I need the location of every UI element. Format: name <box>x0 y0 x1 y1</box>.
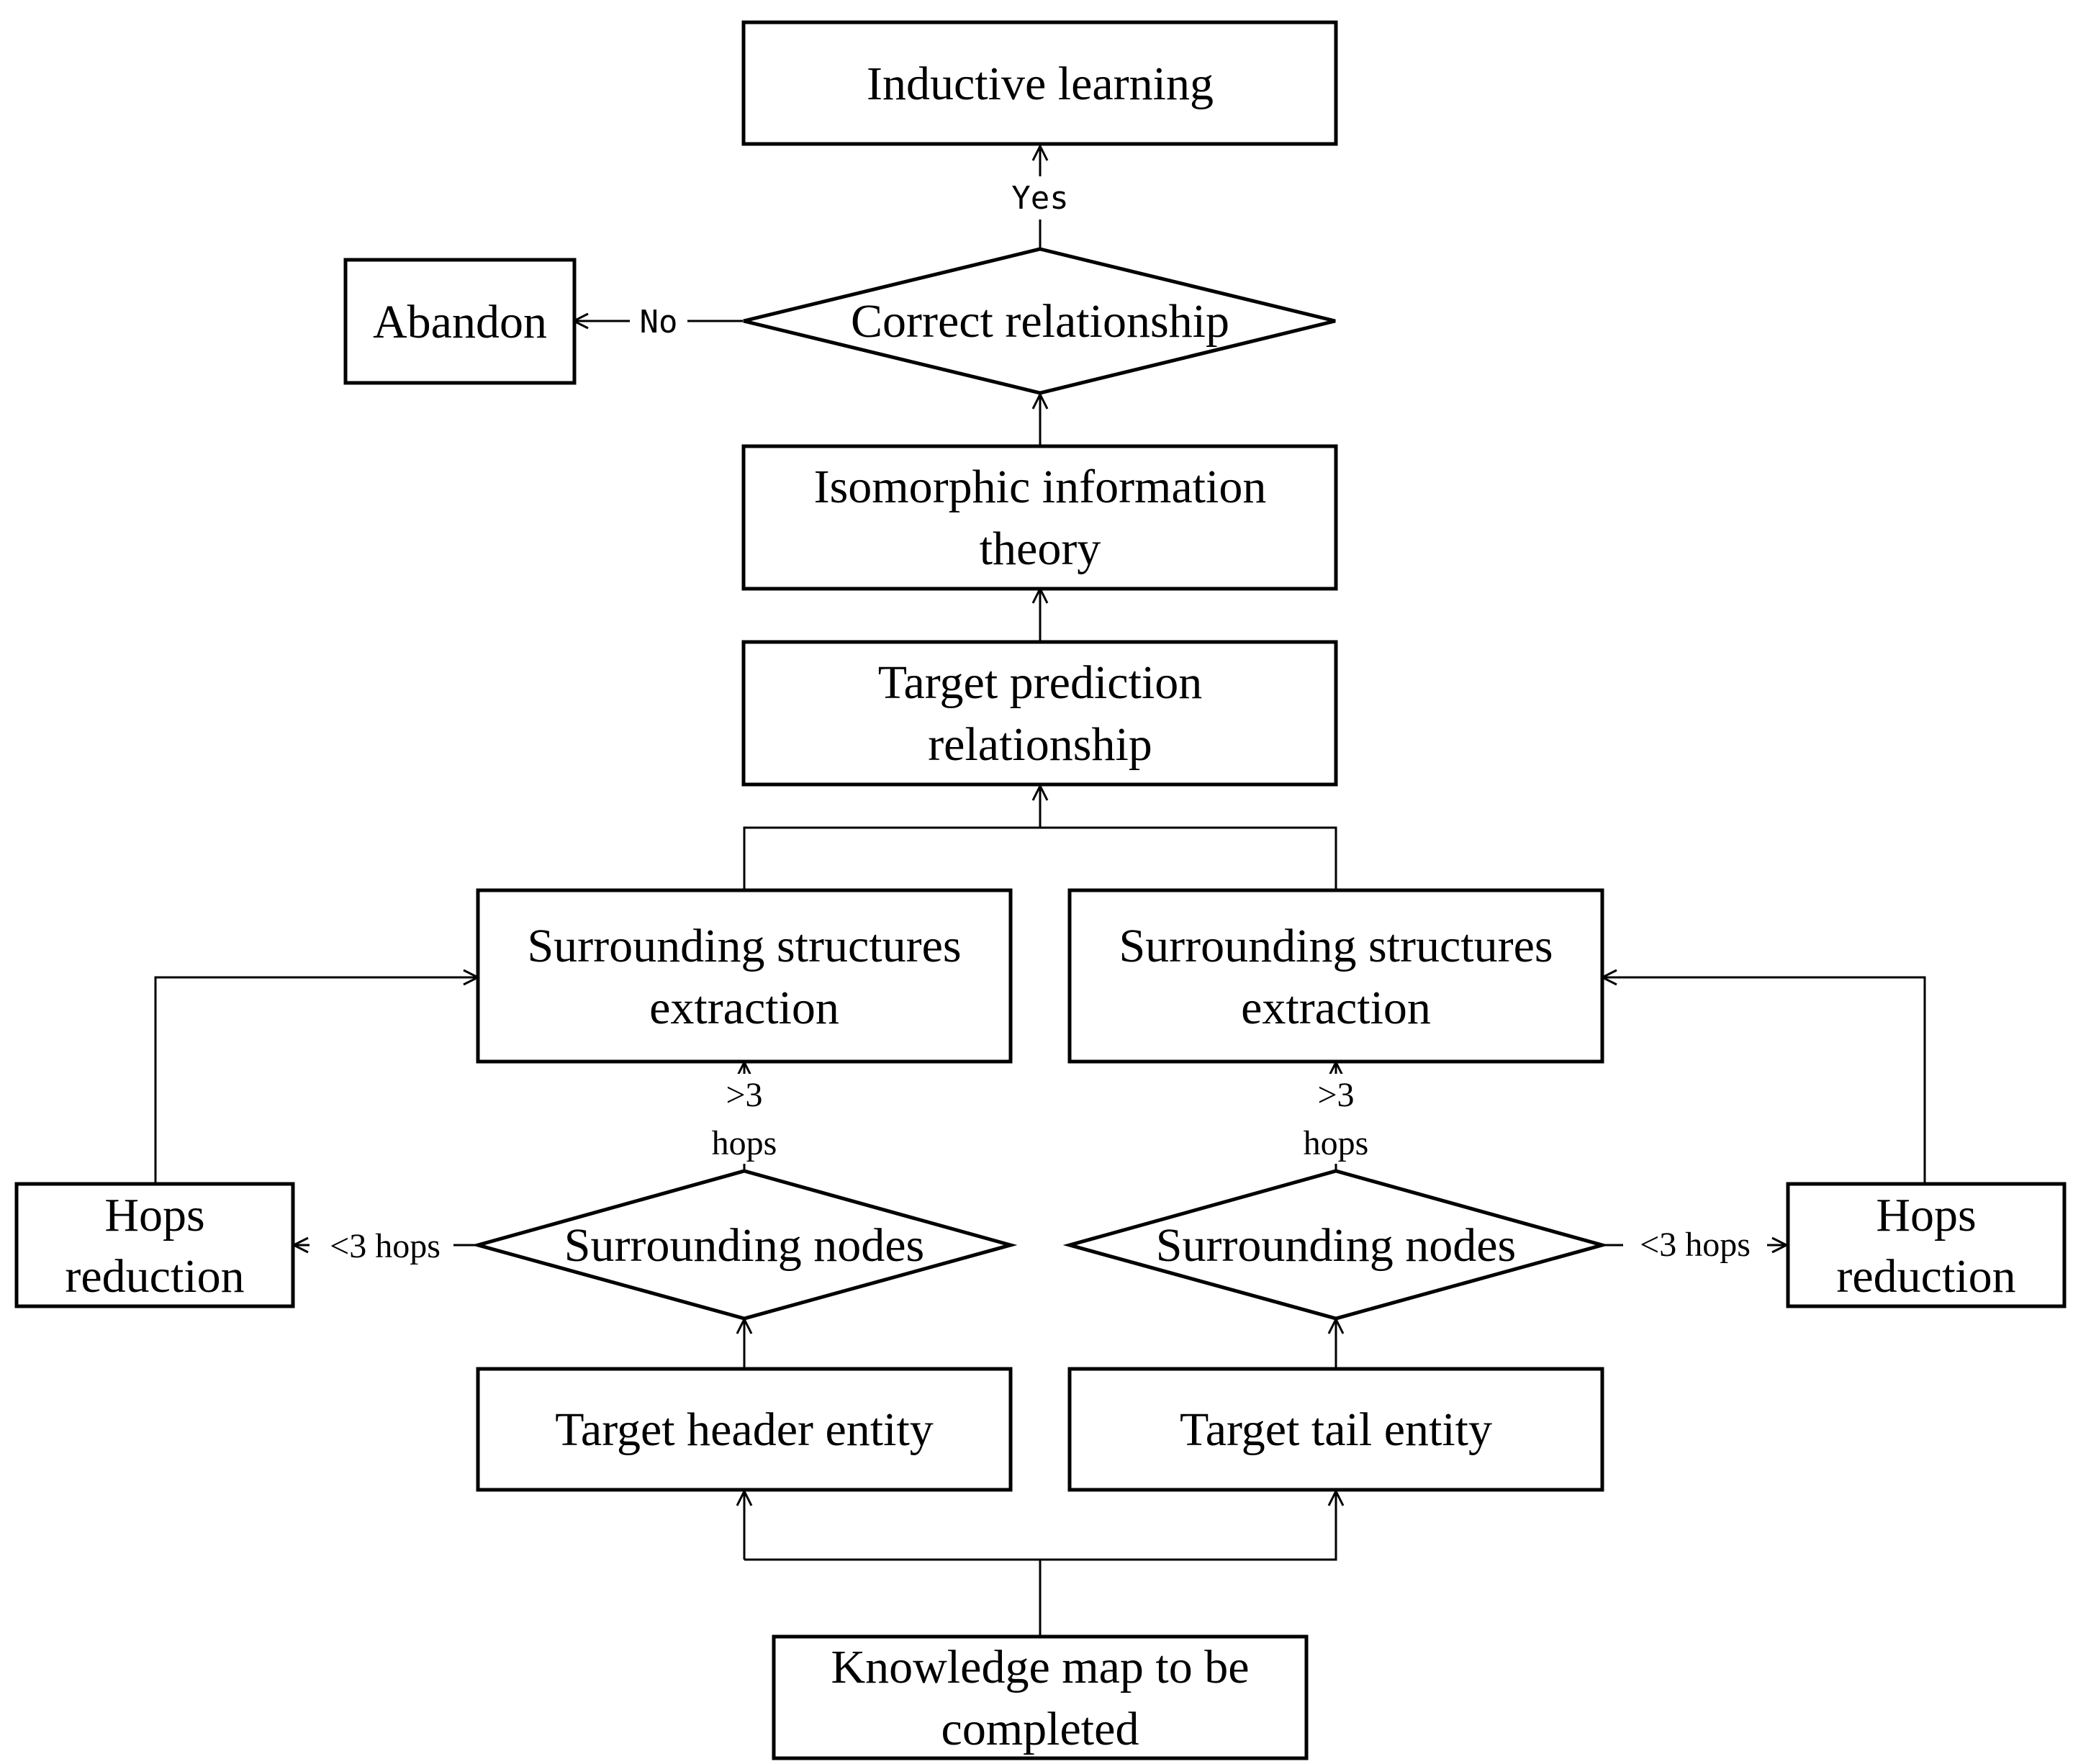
node-label: Surrounding nodes <box>1156 1219 1516 1272</box>
edge-label-hops-right: hops <box>1304 1124 1369 1162</box>
node-label-line2: reduction <box>65 1250 244 1303</box>
edge-hops-left-to-structures <box>154 977 478 1184</box>
edges <box>154 146 1926 1635</box>
edge-labels: Yes No >3 hops >3 hops <3 hops <3 hops <box>310 176 1767 1267</box>
edge-knowledge-split <box>744 1558 1042 1635</box>
node-isomorphic-information-theory: Isomorphic information theory <box>741 444 1338 591</box>
node-label-line1: Knowledge map to be <box>831 1641 1249 1693</box>
node-label-line1: Target prediction <box>878 656 1203 709</box>
node-surrounding-structures-right: Surrounding structures extraction <box>1067 888 1604 1064</box>
edge-label-hops-left: hops <box>712 1124 777 1162</box>
node-inductive-learning: Inductive learning <box>741 20 1338 146</box>
edge-label-lt3-left: <3 hops <box>330 1227 441 1265</box>
edge-label-lt3-right: <3 hops <box>1640 1226 1751 1264</box>
edge-label-gt3-left: >3 <box>726 1076 762 1114</box>
node-hops-reduction-left: Hops reduction <box>14 1182 295 1308</box>
node-label-line2: theory <box>980 523 1101 575</box>
node-abandon: Abandon <box>343 258 577 385</box>
node-label-line1: Hops <box>1876 1189 1976 1241</box>
node-label: Target header entity <box>555 1403 934 1456</box>
edge-label-no: No <box>640 304 678 340</box>
node-hops-reduction-right: Hops reduction <box>1786 1182 2067 1308</box>
edge-hops-right-to-structures <box>1602 977 1926 1184</box>
node-label-line1: Isomorphic information <box>814 461 1267 513</box>
node-surrounding-nodes-right: Surrounding nodes <box>1062 1169 1609 1321</box>
node-label-line2: extraction <box>1241 982 1431 1034</box>
node-label-line2: completed <box>941 1703 1139 1755</box>
node-label-line1: Surrounding structures <box>527 920 961 972</box>
edge-structures-merge <box>743 826 1337 889</box>
node-label: Abandon <box>373 296 547 348</box>
node-label: Correct relationship <box>851 295 1229 348</box>
node-label-line1: Surrounding structures <box>1119 920 1553 972</box>
edge-label-gt3-right: >3 <box>1317 1076 1354 1114</box>
node-label-line2: reduction <box>1836 1250 2015 1303</box>
node-label-line1: Hops <box>104 1189 204 1241</box>
node-label: Target tail entity <box>1180 1403 1492 1456</box>
node-correct-relationship: Correct relationship <box>743 247 1336 395</box>
node-knowledge-map: Knowledge map to be completed <box>772 1634 1309 1760</box>
node-label-line2: extraction <box>649 982 839 1034</box>
node-surrounding-nodes-left: Surrounding nodes <box>471 1169 1018 1321</box>
node-label: Inductive learning <box>867 58 1214 110</box>
node-target-tail-entity: Target tail entity <box>1067 1367 1604 1492</box>
node-label-line2: relationship <box>928 718 1152 771</box>
node-target-prediction-relationship: Target prediction relationship <box>741 640 1338 787</box>
node-label: Surrounding nodes <box>564 1219 924 1272</box>
node-target-header-entity: Target header entity <box>476 1367 1013 1492</box>
edge-split-to-tail <box>1040 1491 1336 1561</box>
edge-label-yes: Yes <box>1011 180 1068 217</box>
node-surrounding-structures-left: Surrounding structures extraction <box>476 888 1013 1064</box>
